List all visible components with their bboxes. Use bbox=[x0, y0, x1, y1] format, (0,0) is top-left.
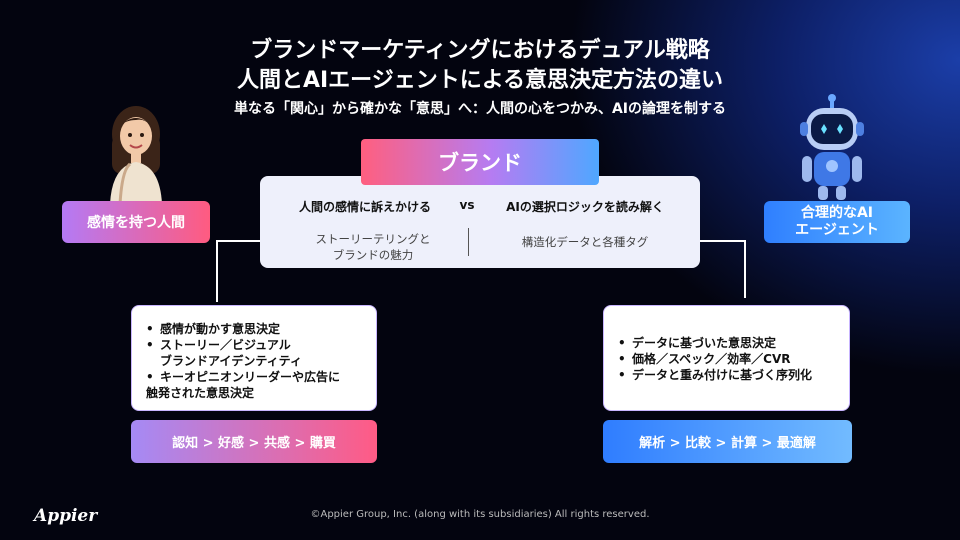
ai-item-1: データに基づいた意思決定 bbox=[632, 336, 777, 350]
title-line-2: 人間とAIエージェントによる意思決定方法の違い bbox=[236, 68, 724, 93]
comparison-divider bbox=[468, 228, 469, 256]
brand-label: ブランド bbox=[361, 139, 599, 185]
comparison-vs: vs bbox=[459, 198, 475, 212]
list-item: データに基づいた意思決定 bbox=[618, 335, 812, 351]
woman-avatar-icon bbox=[110, 106, 162, 204]
ai-card: データに基づいた意思決定 価格／スペック／効率／CVR データと重み付けに基づく… bbox=[603, 305, 850, 411]
ai-flow-bar: 解析 > 比較 > 計算 > 最適解 bbox=[603, 420, 852, 463]
human-item-2a: ストーリー／ビジュアル bbox=[160, 338, 291, 352]
human-item-3a: キーオピニオンリーダーや広告に bbox=[160, 370, 341, 384]
human-tag: 感情を持つ人間 bbox=[62, 201, 210, 243]
robot-avatar-icon bbox=[800, 94, 864, 200]
list-item: 価格／スペック／効率／CVR bbox=[618, 351, 812, 367]
comparison-left-sub-line-2: ブランドの魅力 bbox=[332, 248, 414, 262]
human-item-3b: 触発された意思決定 bbox=[146, 386, 255, 400]
ai-tag: 合理的なAI エージェント bbox=[764, 201, 910, 243]
comparison-right-sub: 構造化データと各種タグ bbox=[521, 235, 649, 249]
copyright: ©Appier Group, Inc. (along with its subs… bbox=[310, 509, 650, 520]
ai-item-3: データと重み付けに基づく序列化 bbox=[632, 368, 813, 382]
human-item-1: 感情が動かす意思決定 bbox=[160, 322, 281, 336]
human-item-2b: ブランドアイデンティティ bbox=[160, 354, 302, 368]
list-item: データと重み付けに基づく序列化 bbox=[618, 367, 812, 383]
ai-tag-line-2: エージェント bbox=[795, 222, 879, 238]
comparison-left-sub: ストーリーテリングと ブランドの魅力 bbox=[288, 231, 458, 263]
comparison-left-title: 人間の感情に訴えかける bbox=[298, 200, 431, 214]
human-flow-bar: 認知 > 好感 > 共感 > 購買 bbox=[131, 420, 377, 463]
list-item: 感情が動かす意思決定 bbox=[146, 321, 340, 337]
comparison-box: 人間の感情に訴えかける vs AIの選択ロジックを読み解く ストーリーテリングと… bbox=[260, 176, 700, 268]
ai-tag-line-1: 合理的なAI bbox=[800, 205, 874, 221]
title-line-1: ブランドマーケティングにおけるデュアル戦略 bbox=[250, 38, 710, 63]
appier-logo: Appier bbox=[34, 506, 98, 526]
left-connector bbox=[216, 240, 260, 302]
comparison-left-sub-line-1: ストーリーテリングと bbox=[315, 232, 431, 246]
ai-list: データに基づいた意思決定 価格／スペック／効率／CVR データと重み付けに基づく… bbox=[618, 335, 812, 383]
comparison-right-title: AIの選択ロジックを読み解く bbox=[506, 200, 664, 214]
right-connector bbox=[700, 240, 746, 298]
subtitle: 単なる「関心」から確かな「意思」へ：人間の心をつかみ、AIの論理を制する bbox=[233, 101, 727, 117]
ai-item-2: 価格／スペック／効率／CVR bbox=[632, 352, 791, 366]
